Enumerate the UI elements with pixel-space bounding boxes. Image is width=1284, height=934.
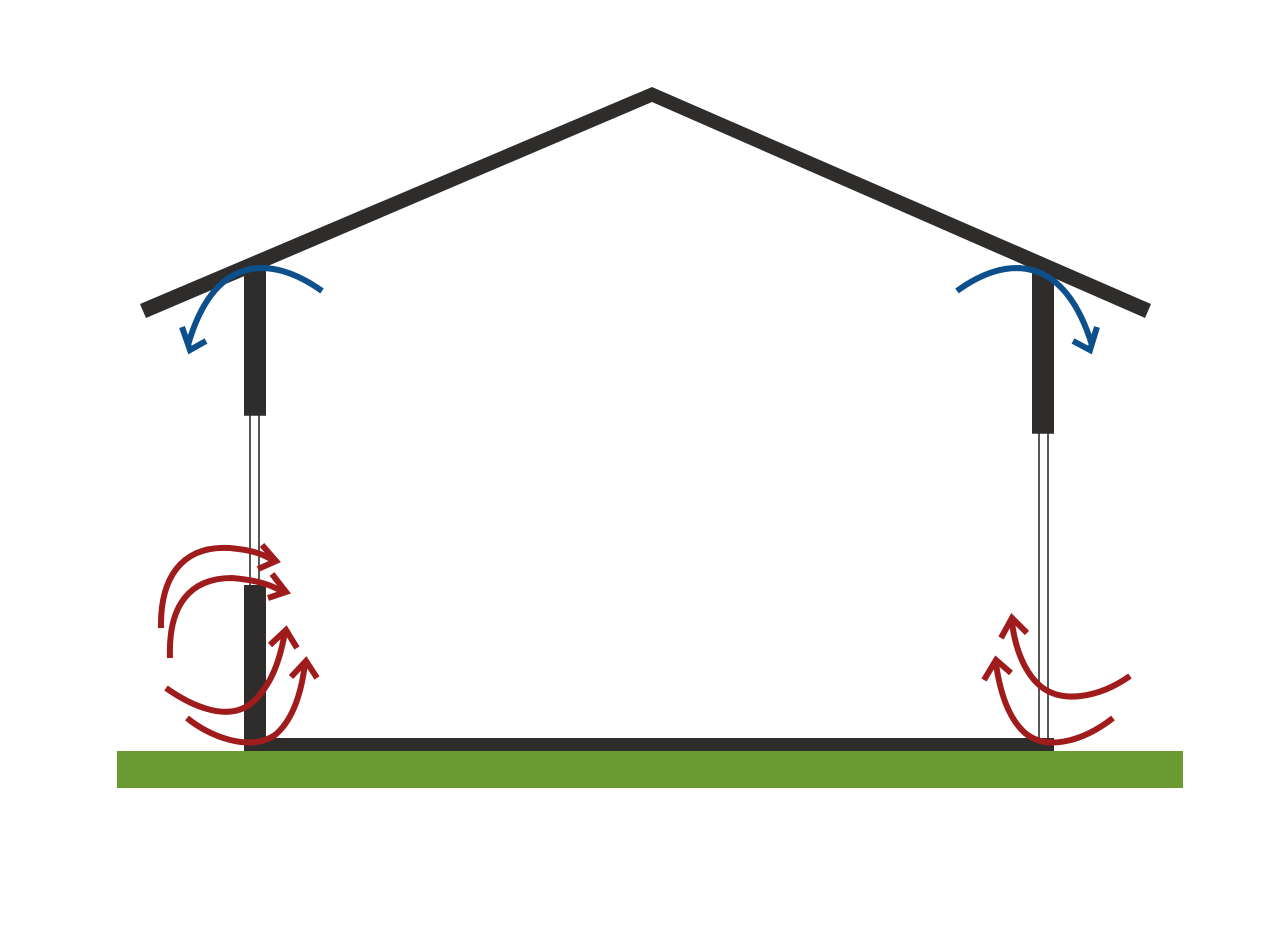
left-wall-lower <box>244 585 266 745</box>
left-wall-upper <box>244 270 266 415</box>
right-wall-upper <box>1032 270 1054 433</box>
curved-arrow-icon <box>179 265 324 355</box>
floor <box>244 738 1054 751</box>
cool-airflow-arrows <box>179 265 1100 355</box>
curved-arrow-icon <box>955 265 1100 355</box>
curved-arrow-icon <box>166 572 291 659</box>
ground <box>117 751 1183 788</box>
curved-arrow-icon <box>157 543 281 629</box>
left-window <box>244 414 266 585</box>
warm-airflow-arrows <box>157 543 1132 746</box>
roof <box>140 87 1151 318</box>
curved-arrow-icon <box>185 656 320 746</box>
curved-arrow-icon <box>998 613 1132 700</box>
curved-arrow-icon <box>981 655 1115 746</box>
curved-arrow-icon <box>164 625 300 715</box>
